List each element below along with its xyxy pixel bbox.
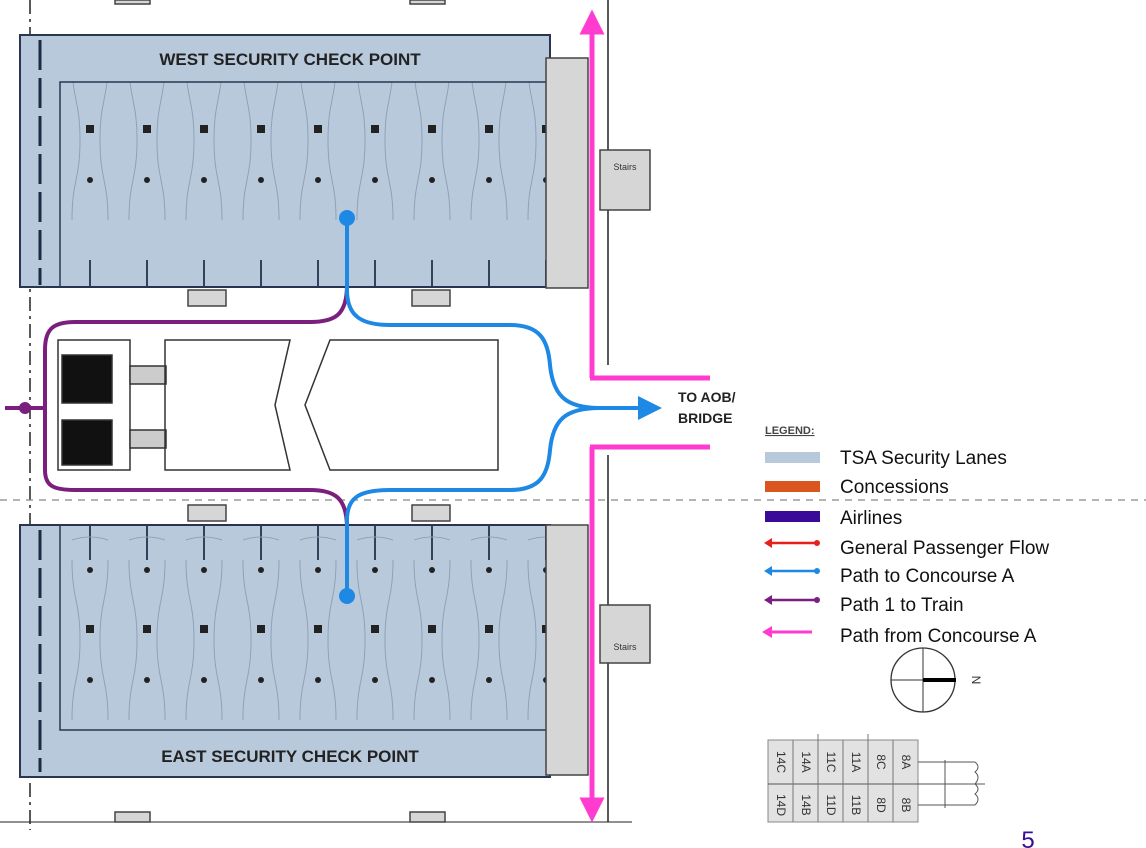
legend-arrow-concourse-a <box>764 566 820 576</box>
legend-swatch-tsa <box>765 452 820 463</box>
west-checkpoint-title: WEST SECURITY CHECK POINT <box>159 50 421 69</box>
service-rooms <box>114 0 651 823</box>
page-number: 5 <box>1021 827 1034 848</box>
central-hall <box>57 339 499 471</box>
gate-cell: 8D <box>874 797 888 813</box>
gate-cell: 14A <box>799 751 813 772</box>
legend-label-tsa: TSA Security Lanes <box>840 448 1007 469</box>
legend-label-concourse-a: Path to Concourse A <box>840 566 1015 587</box>
path-to-concourse-a <box>339 210 662 604</box>
north-label: N <box>969 676 983 685</box>
north-arrow-icon: N <box>890 647 983 713</box>
legend-label-general-flow: General Passenger Flow <box>840 538 1049 559</box>
gate-cell: 8A <box>899 755 913 770</box>
legend-swatch-concessions <box>765 481 820 492</box>
east-security-area: EAST SECURITY CHECK POINT <box>19 524 551 778</box>
gate-cell: 8B <box>899 798 913 813</box>
legend-label-train: Path 1 to Train <box>840 595 964 616</box>
destination-label-line2: BRIDGE <box>678 410 732 426</box>
legend: LEGEND: TSA Security Lanes Concessions A… <box>762 425 1049 647</box>
path-1-to-train <box>5 284 349 529</box>
gate-cell: 11B <box>849 795 863 815</box>
stairs-label-east: Stairs <box>613 642 637 652</box>
gate-cell: 8C <box>874 754 888 770</box>
legend-label-airlines: Airlines <box>840 508 902 529</box>
legend-swatch-airlines <box>765 511 820 522</box>
gate-cell: 14B <box>799 794 813 815</box>
gate-cell: 14C <box>774 751 788 773</box>
path-from-concourse-a <box>579 9 710 823</box>
gate-cell: 14D <box>774 794 788 816</box>
legend-arrow-train <box>764 595 820 605</box>
west-security-area: WEST SECURITY CHECK POINT <box>19 34 551 288</box>
legend-label-concessions: Concessions <box>840 477 949 498</box>
legend-label-from-concourse-a: Path from Concourse A <box>840 626 1037 647</box>
legend-arrow-from-concourse-a <box>762 626 812 638</box>
legend-title: LEGEND: <box>765 425 815 437</box>
gate-cell: 11C <box>824 751 838 772</box>
gate-key-table: 14C 14A 11C 11A 8C 8A 14D 14B 11D 11B 8D 8B <box>767 734 985 823</box>
gate-cell: 11A <box>849 752 863 772</box>
gate-cell: 11D <box>824 794 838 815</box>
destination-label-line1: TO AOB/ <box>678 389 736 405</box>
east-checkpoint-title: EAST SECURITY CHECK POINT <box>161 747 419 766</box>
stairs-label-west: Stairs <box>613 162 637 172</box>
legend-arrow-general-flow <box>764 538 820 548</box>
